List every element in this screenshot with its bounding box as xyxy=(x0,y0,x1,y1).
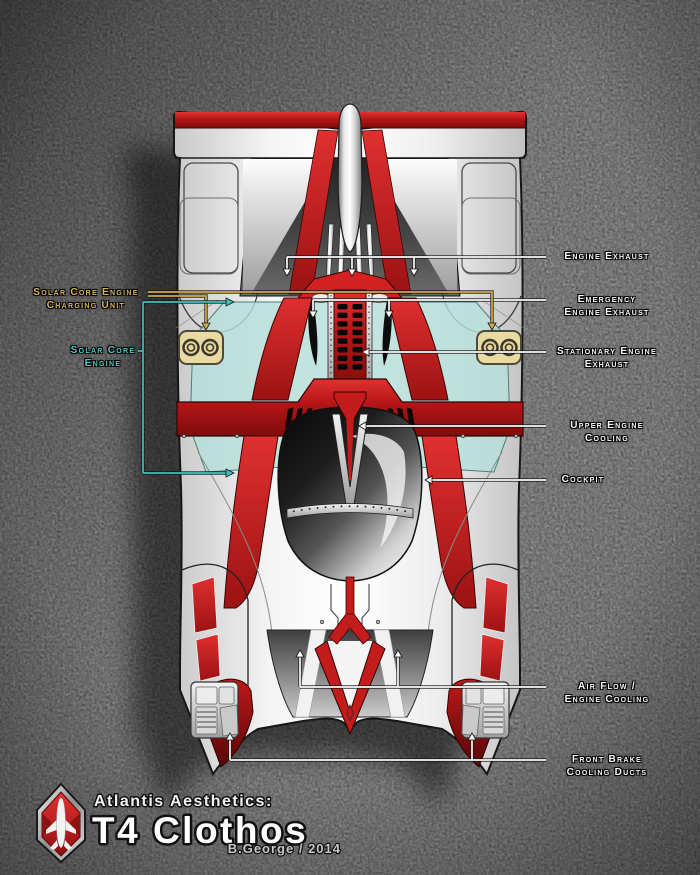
lower-spine xyxy=(345,576,355,617)
title-text: T4 Clothos xyxy=(92,810,308,851)
leader-lines-gold xyxy=(148,290,497,331)
label-line: Cockpit xyxy=(561,474,605,485)
front-fender-right xyxy=(446,563,519,768)
label-line: Solar Core Engine xyxy=(33,287,139,298)
leader-arrows-white xyxy=(225,268,477,741)
nose-panel xyxy=(327,641,373,726)
label-line: Engine Cooling xyxy=(564,694,650,705)
label-line: Front Brake xyxy=(571,754,643,765)
label-line: Upper Engine xyxy=(570,420,644,431)
label-front-brake-cooling-ducts: Front Brake Cooling Ducts xyxy=(551,753,663,779)
front-floor xyxy=(266,576,434,736)
red-member-lower-left xyxy=(223,435,279,609)
canopy-red-stripe xyxy=(346,414,354,480)
headlight-left xyxy=(190,681,239,739)
label-line: Air Flow / xyxy=(578,681,636,692)
label-stationary-engine-exhaust: Stationary Engine Exhaust xyxy=(551,345,663,371)
leader-lines xyxy=(138,255,546,762)
label-upper-engine-cooling: Upper Engine Cooling xyxy=(551,419,663,445)
label-line: Engine xyxy=(84,358,122,369)
label-line: Charging Unit xyxy=(46,300,126,311)
race-car-top-view xyxy=(173,103,527,775)
nose-emblem xyxy=(346,704,354,722)
studio-line-text: Atlantis Aesthetics: xyxy=(94,793,273,810)
label-line: Engine Exhaust xyxy=(564,251,650,262)
charging-unit-left xyxy=(175,299,224,365)
label-line: Exhaust xyxy=(584,359,630,370)
brand-logo xyxy=(36,782,86,864)
emergency-exhaust-vent-left xyxy=(308,300,318,366)
charging-unit-right xyxy=(476,299,525,365)
front-fender-left xyxy=(181,563,254,768)
red-member-upper-left xyxy=(251,297,313,401)
red-member-upper-right xyxy=(387,297,449,401)
label-line: Solar Core xyxy=(70,345,136,356)
leader-lines-teal xyxy=(138,297,235,478)
headlight-right xyxy=(461,681,510,739)
canopy-gloss xyxy=(352,433,406,548)
credit-text: B.George / 2014 xyxy=(228,841,341,856)
label-line: Engine Exhaust xyxy=(564,307,650,318)
nose-chevron xyxy=(314,640,386,736)
label-line: Stationary Engine xyxy=(557,346,657,357)
stationary-exhaust-grid xyxy=(337,304,363,370)
spine-y-split xyxy=(328,613,372,645)
rocket-icon xyxy=(46,797,76,850)
label-air-flow-engine-cooling: Air Flow / Engine Cooling xyxy=(551,680,663,706)
central-spine xyxy=(327,289,373,393)
label-solar-core-engine-charging-unit: Solar Core Engine Charging Unit xyxy=(24,286,148,312)
label-engine-exhaust: Engine Exhaust xyxy=(551,250,663,263)
cockpit-canopy xyxy=(277,391,423,582)
label-cockpit: Cockpit xyxy=(551,473,615,486)
label-line: Emergency xyxy=(577,294,637,305)
label-solar-core-engine: Solar Core Engine xyxy=(46,344,160,370)
label-emergency-engine-exhaust: Emergency Engine Exhaust xyxy=(551,293,663,319)
label-line: Cooling Ducts xyxy=(566,767,648,778)
label-line: Cooling xyxy=(585,433,629,444)
upper-cooling-chevron xyxy=(333,391,367,428)
